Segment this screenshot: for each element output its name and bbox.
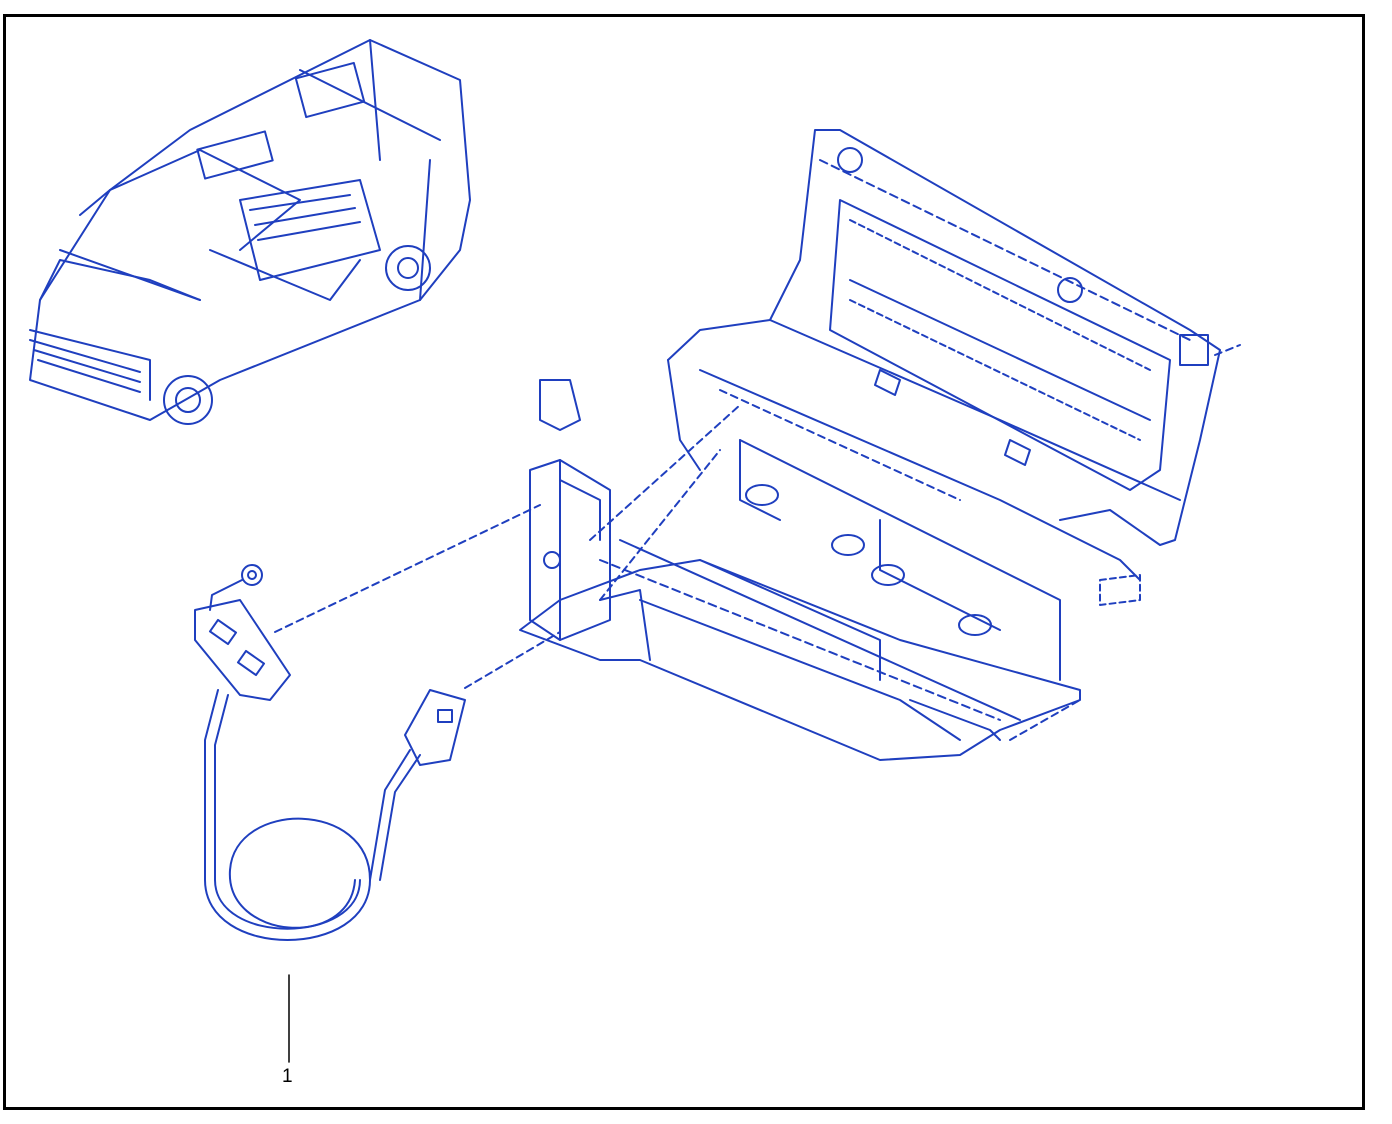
van-locator-icon (29, 39, 471, 425)
wiring-harness-icon (194, 564, 466, 941)
seat-frame-icon (667, 129, 1221, 681)
alignment-lines (274, 344, 1241, 741)
floor-rail-icon (519, 379, 1081, 761)
callout-label-1: 1 (282, 1066, 293, 1087)
diagram-frame (3, 14, 1365, 1110)
